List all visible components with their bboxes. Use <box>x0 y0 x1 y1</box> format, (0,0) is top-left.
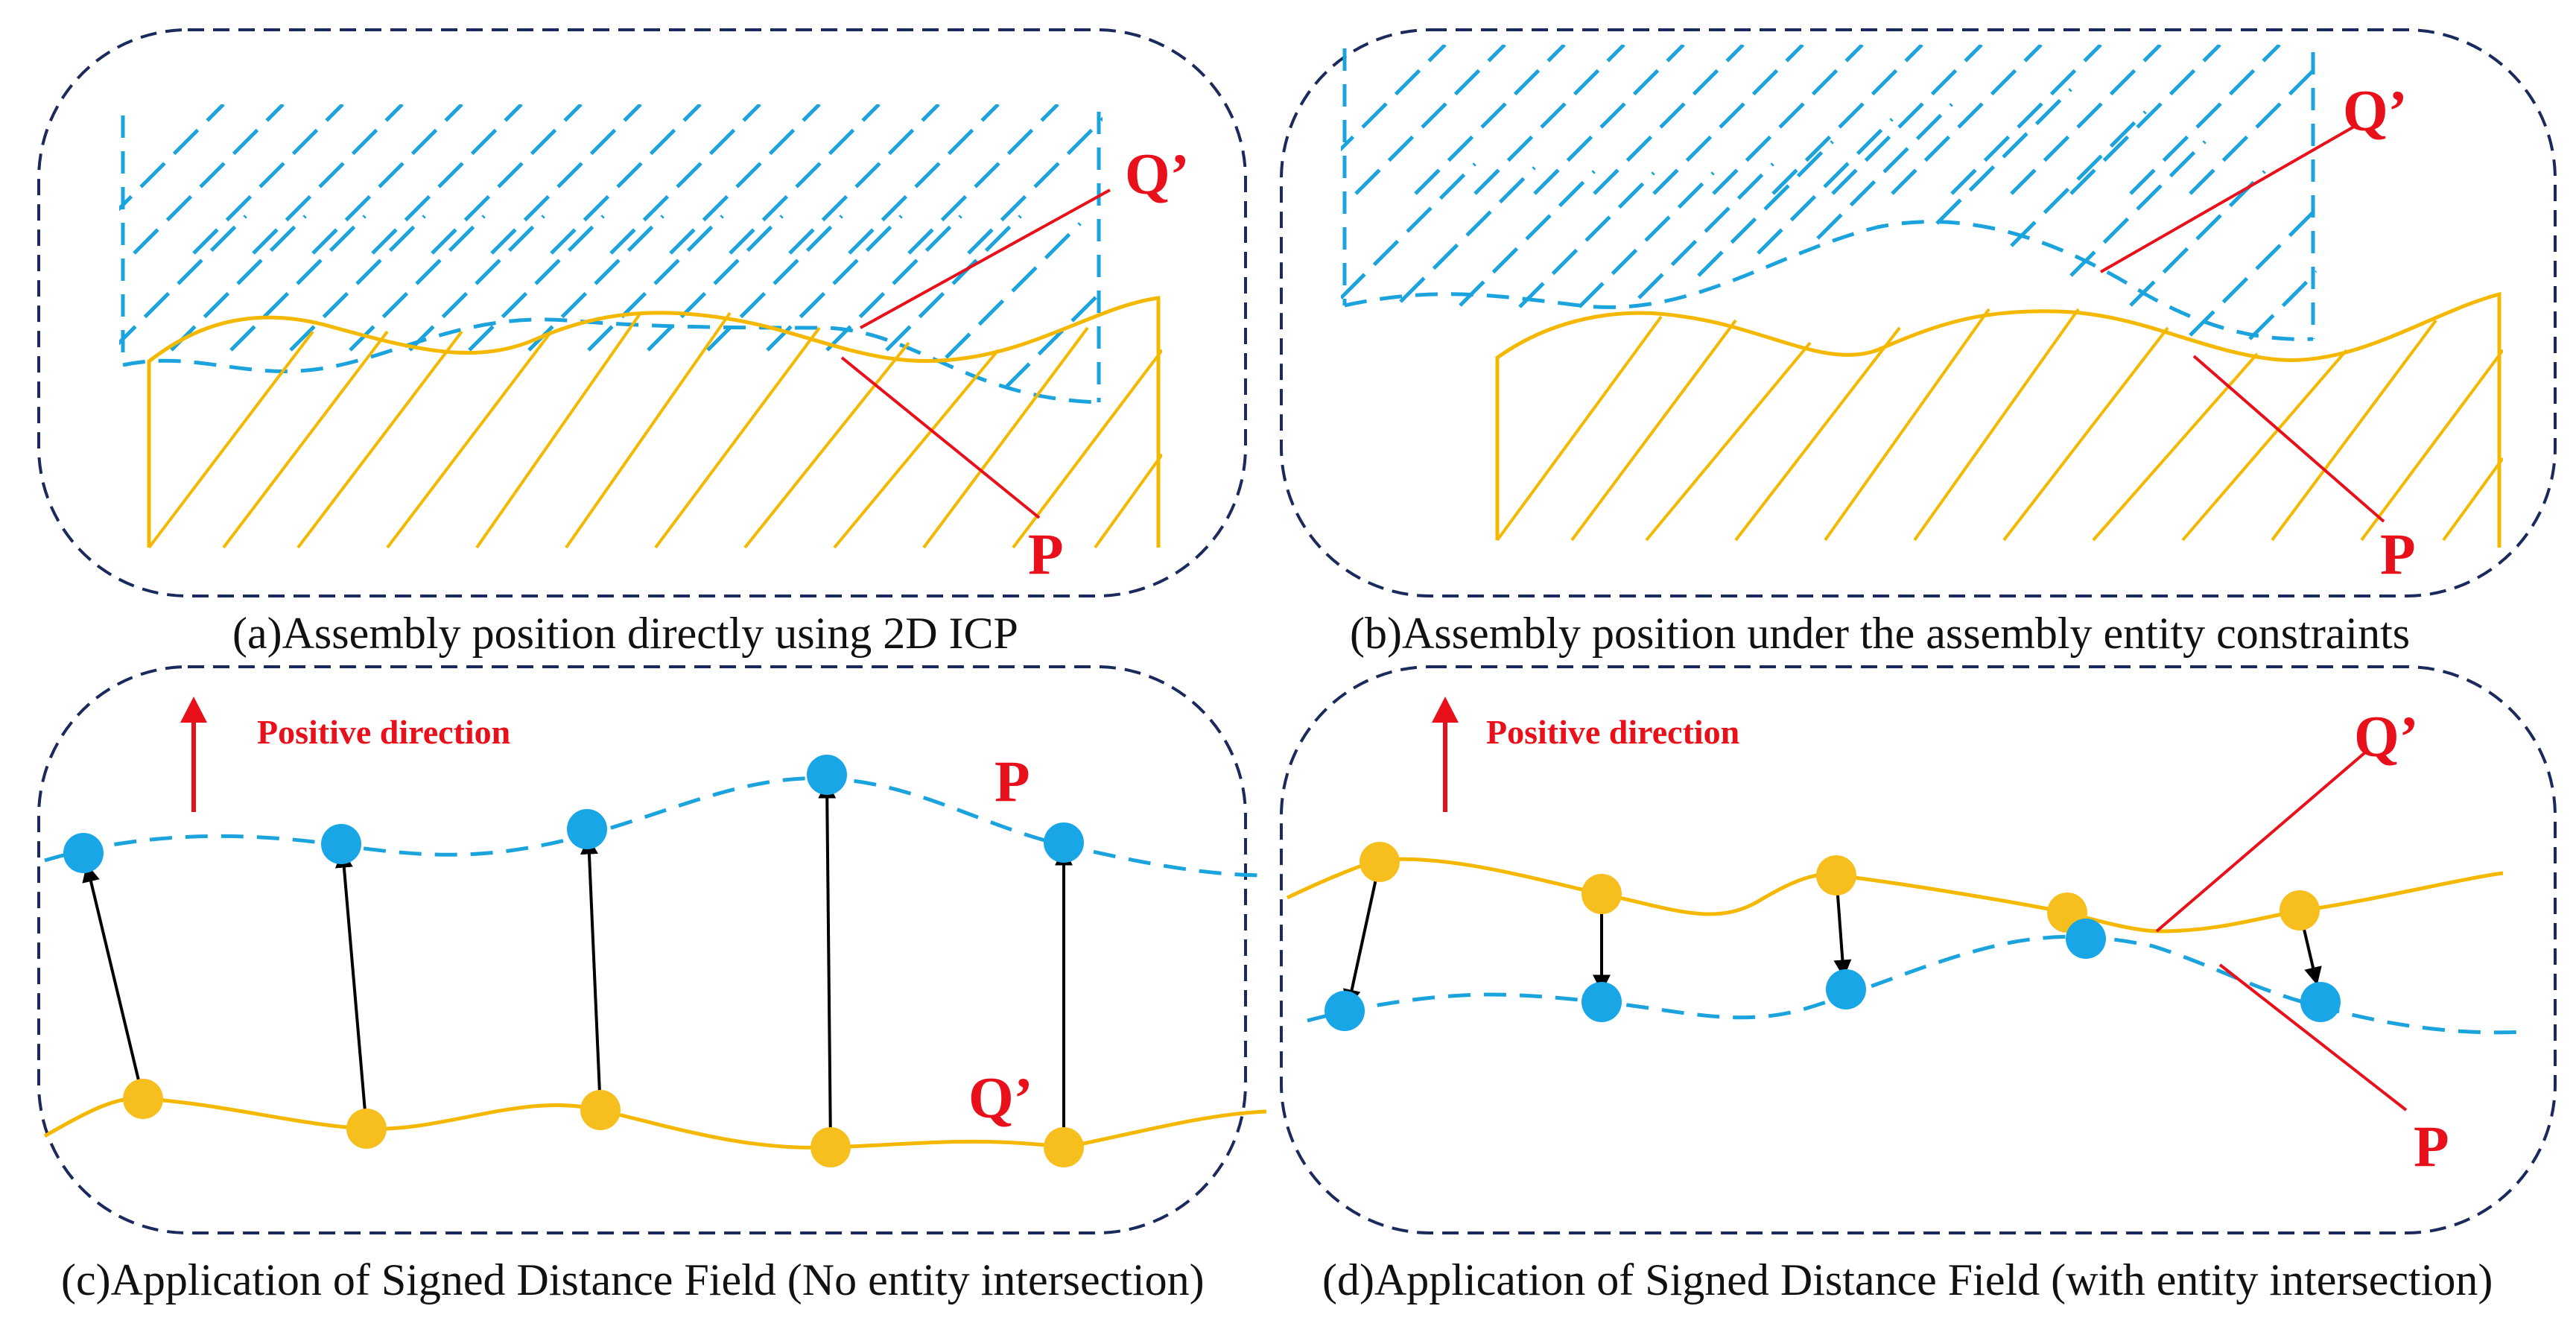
panel-d-q-point <box>1360 842 1400 882</box>
panel-a-label-q: Q’ <box>1125 142 1190 206</box>
panel-c-q-point <box>1044 1127 1084 1167</box>
panel-b: Q’ P <box>1280 28 2557 597</box>
panel-c-q-point <box>123 1079 163 1119</box>
panel-c-curve-p <box>44 776 1267 878</box>
panel-d-q-point <box>1582 874 1622 914</box>
panel-c-blue-points <box>63 755 1084 873</box>
panel-b-label-q: Q’ <box>2343 78 2408 143</box>
panel-d-q-point <box>1816 855 1856 895</box>
panel-c-direction-label: Positive direction <box>257 713 510 751</box>
panel-c-caption: (c)Application of Signed Distance Field … <box>61 1255 1205 1304</box>
panel-c-p-point <box>807 755 847 795</box>
panel-a-yellow-part <box>147 296 1162 549</box>
panel-a-q-leader <box>860 188 1111 329</box>
panel-a-caption: (a)Assembly position directly using 2D I… <box>232 609 1018 658</box>
panel-c-arrow-2 <box>334 849 368 1129</box>
panel-d-label-p: P <box>2414 1114 2449 1179</box>
panel-d-p-point <box>2300 982 2341 1022</box>
panel-a-p-leader <box>840 356 1041 519</box>
panel-d-p-leader <box>2218 963 2408 1112</box>
panel-b-q-leader <box>2100 125 2355 273</box>
panel-a-blue-part <box>119 104 1103 405</box>
panel-c-curve-q <box>43 1096 1267 1150</box>
panel-c-frame <box>37 665 1247 1234</box>
panel-d-yellow-points <box>1360 842 2320 933</box>
panel-a: Q’ P <box>37 28 1247 597</box>
panel-a-frame <box>37 28 1247 597</box>
panel-d-p-point <box>1826 969 1866 1009</box>
panel-d-arrow-1 <box>1342 861 1381 1008</box>
panel-d-curve-p <box>1307 934 2526 1035</box>
panel-d-blue-points <box>1325 919 2341 1031</box>
panel-c-q-point <box>810 1127 851 1167</box>
panel-b-frame <box>1280 28 2557 597</box>
panel-c-q-point <box>580 1090 621 1130</box>
panel-c-p-point <box>567 809 607 849</box>
panel-a-label-p: P <box>1028 521 1064 586</box>
panel-c-p-point <box>63 833 104 873</box>
panel-c-label-q: Q’ <box>968 1065 1033 1130</box>
panel-d-q-point <box>2280 890 2320 930</box>
panel-c-arrows <box>82 780 1073 1148</box>
panel-b-blue-part <box>1341 45 2317 341</box>
panel-d-label-q: Q’ <box>2354 704 2419 769</box>
panel-c-p-point <box>321 824 361 864</box>
panel-d-p-point <box>1325 991 1365 1031</box>
panel-c-p-point <box>1044 822 1084 863</box>
panel-b-label-p: P <box>2380 521 2416 586</box>
panel-d-frame <box>1280 665 2557 1234</box>
panel-c-label-p: P <box>994 749 1030 814</box>
panel-c-arrow-4 <box>818 780 837 1148</box>
panel-d-curve-q <box>1286 857 2504 933</box>
panel-d-direction-label: Positive direction <box>1486 713 1739 751</box>
panel-c-arrow-1 <box>82 863 145 1100</box>
panel-c-q-point <box>346 1109 387 1149</box>
panel-b-p-leader <box>2192 355 2385 523</box>
panel-d-p-point <box>2066 919 2106 959</box>
panel-c-direction-arrowhead <box>180 697 207 723</box>
panel-d-q-leader <box>2155 751 2367 933</box>
panel-c-yellow-points <box>123 1079 1084 1167</box>
panel-b-caption: (b)Assembly position under the assembly … <box>1350 609 2410 658</box>
panel-c-arrow-3 <box>580 836 602 1111</box>
panel-c: Positive direction P Q’ <box>37 665 1267 1234</box>
panel-b-yellow-part <box>1495 291 2503 548</box>
panel-d-direction-arrowhead <box>1432 697 1459 723</box>
panel-d-p-point <box>1582 982 1622 1022</box>
panel-d: Positive direction <box>1280 665 2557 1234</box>
panel-d-caption: (d)Application of Signed Distance Field … <box>1322 1255 2493 1304</box>
